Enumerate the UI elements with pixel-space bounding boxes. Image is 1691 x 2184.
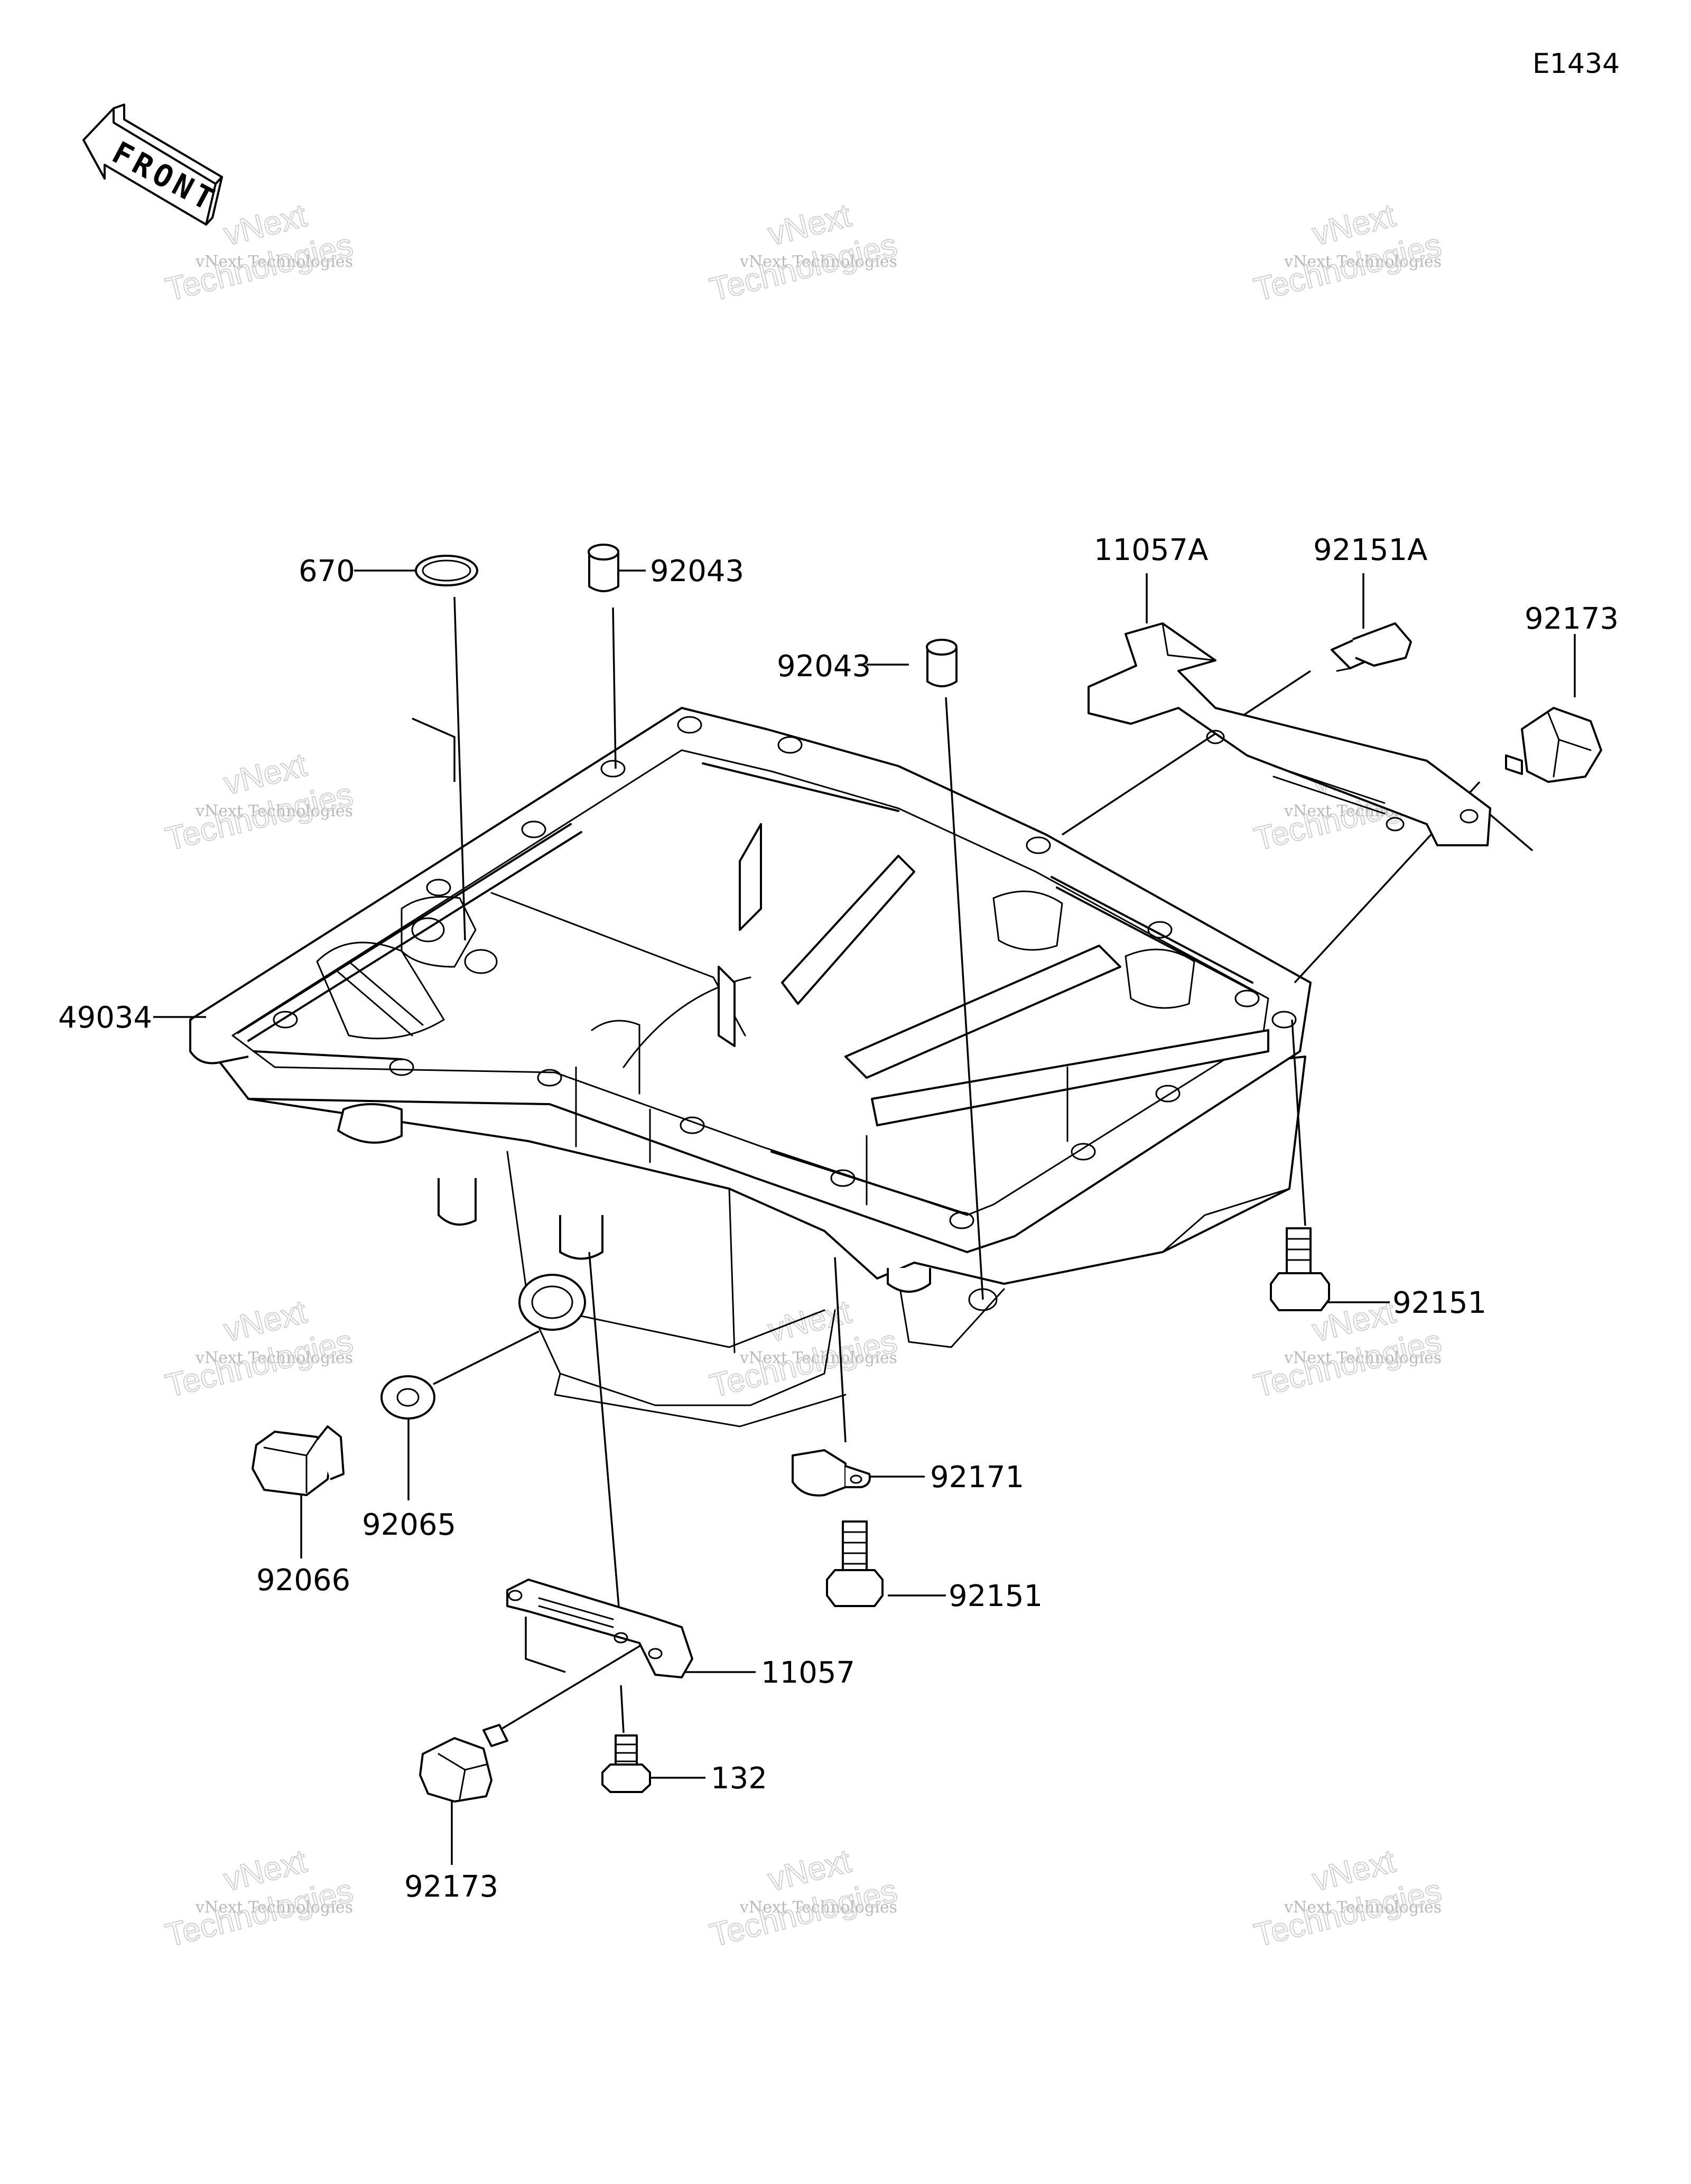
washer-92065[interactable] (380, 1375, 435, 1420)
clamp-92171[interactable] (792, 1449, 871, 1497)
svg-text:vNext Technologies: vNext Technologies (1284, 1349, 1442, 1367)
label-92043-upper: 92043 (650, 554, 744, 589)
label-92173-upper: 92173 (1525, 602, 1619, 636)
label-92151A: 92151A (1313, 533, 1427, 567)
svg-text:vNext Technologies: vNext Technologies (739, 1349, 897, 1367)
watermark: vNext Technologies vNext Technologies (162, 746, 357, 858)
label-92151-lower: 92151 (949, 1579, 1043, 1613)
watermark: vNext Technologies vNext Technologies (706, 1293, 902, 1405)
svg-text:vNext Technologies: vNext Technologies (195, 802, 353, 820)
label-92173-lower: 92173 (404, 1870, 498, 1904)
diagram-code: E1434 (1532, 48, 1620, 80)
label-132: 132 (711, 1761, 767, 1796)
dowel-pin-92043-upper[interactable] (588, 544, 619, 592)
svg-text:vNext Technologies: vNext Technologies (739, 253, 897, 271)
sensor-92173-upper[interactable] (1505, 707, 1602, 783)
label-11057: 11057 (761, 1656, 855, 1690)
bracket-11057A[interactable] (1088, 622, 1491, 846)
watermark: vNext Technologies vNext Technologies (706, 1842, 902, 1954)
part-labels: 670 92043 92043 11057A 92151A 92173 4903… (58, 533, 1619, 1904)
svg-text:vNext Technologies: vNext Technologies (195, 1349, 353, 1367)
bolt-92151A[interactable] (1331, 622, 1412, 672)
label-92065: 92065 (362, 1508, 456, 1542)
bracket-11057[interactable] (506, 1579, 693, 1678)
bolt-92151-lower[interactable] (826, 1520, 884, 1607)
bolt-92151-right[interactable] (1270, 1227, 1330, 1311)
dowel-pin-92043-middle[interactable] (926, 639, 958, 687)
watermark: vNext Technologies vNext Technologies (162, 197, 357, 309)
flange-bolt-holes (273, 716, 1297, 1311)
oil-pan[interactable] (189, 707, 1312, 1427)
svg-text:vNext Technologies: vNext Technologies (1284, 1898, 1442, 1917)
front-arrow-icon: FRONT (82, 104, 224, 226)
o-ring-670[interactable] (415, 555, 478, 586)
sensor-92173-lower[interactable] (419, 1724, 508, 1803)
drain-plug-92066[interactable] (252, 1425, 345, 1496)
label-92043-middle: 92043 (777, 649, 871, 684)
watermark: vNext Technologies vNext Technologies (162, 1842, 357, 1954)
bolt-132[interactable] (601, 1734, 651, 1793)
leader-lines (153, 570, 1576, 1865)
watermark: vNext Technologies vNext Technologies (706, 197, 902, 309)
svg-text:vNext Technologies: vNext Technologies (195, 253, 353, 271)
label-92066: 92066 (256, 1563, 350, 1598)
label-11057A: 11057A (1094, 533, 1208, 567)
watermark: vNext Technologies vNext Technologies (1250, 197, 1446, 309)
watermark: vNext Technologies vNext Technologies (162, 1293, 357, 1405)
label-49034: 49034 (58, 1001, 152, 1035)
label-670: 670 (299, 554, 355, 589)
svg-text:vNext Technologies: vNext Technologies (739, 1898, 897, 1917)
label-92171: 92171 (930, 1460, 1024, 1495)
svg-text:vNext Technologies: vNext Technologies (1284, 253, 1442, 271)
svg-text:vNext Technologies: vNext Technologies (195, 1898, 353, 1917)
label-92151-right: 92151 (1392, 1286, 1486, 1320)
watermark: vNext Technologies vNext Technologies (1250, 1842, 1446, 1954)
